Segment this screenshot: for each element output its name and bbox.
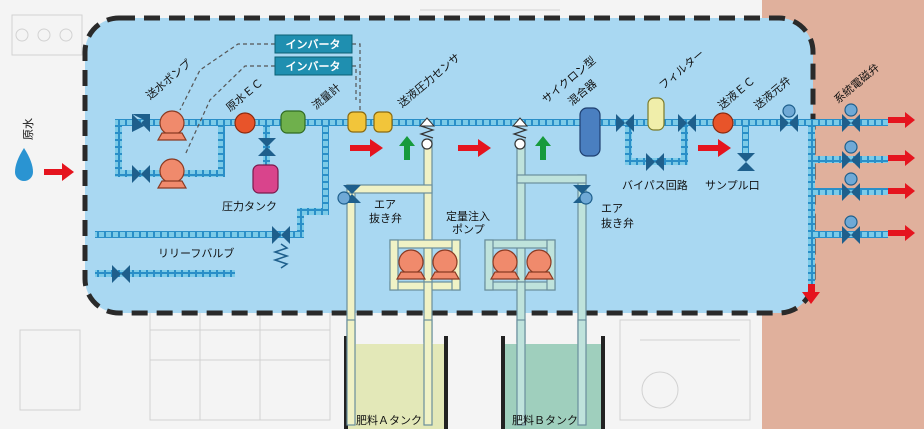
feed-pump-1: [156, 110, 188, 141]
dosing-pump-a1: [395, 249, 427, 280]
relief-spring-icon: [272, 243, 290, 269]
pressure-tank-label: 圧力タンク: [222, 200, 277, 213]
pressure-sensor-2: [373, 111, 393, 133]
pressure-sensor-1: [347, 111, 367, 133]
valve-icon: [132, 165, 150, 183]
valve-icon: [737, 153, 755, 171]
sample-port-label: サンプル口: [705, 179, 760, 192]
actuator-icon: [782, 104, 796, 118]
valve-icon: [678, 114, 696, 132]
fertilizer-a-line: [346, 139, 461, 346]
actuator-icon: [579, 191, 593, 205]
air-vent-left-label-2: 抜き弁: [369, 211, 402, 225]
flow-meter: [280, 110, 306, 134]
air-vent-left-label-1: エア: [374, 198, 396, 211]
valve-icon: [112, 265, 130, 283]
source-water-label: 原水: [22, 118, 35, 140]
dosing-pump-a2: [429, 249, 461, 280]
bypass-label: バイパス回路: [622, 179, 688, 192]
relief-valve-label: リリーフバルブ: [158, 246, 234, 260]
valve-icon: [842, 151, 860, 169]
valve-icon: [258, 138, 276, 156]
actuator-icon: [844, 215, 858, 229]
svg-text:インバータ: インバータ: [286, 60, 341, 73]
actuator-icon: [844, 140, 858, 154]
valve-icon: [842, 226, 860, 244]
outlet-arrow-icon: [802, 112, 915, 304]
valve-icon: [272, 226, 290, 244]
air-vent-right-label-1: エア: [601, 202, 623, 215]
flow-arrow-icon: [458, 139, 491, 157]
valve-icon: [616, 114, 634, 132]
injection-check-valve-a: [418, 117, 436, 150]
pressure-tank: [252, 164, 279, 194]
valve-icon: [132, 114, 150, 132]
dosing-pump-label-1: 定量注入: [446, 209, 490, 223]
feed-ec-sensor: [712, 112, 734, 134]
tank-a-label: 肥料Ａタンク: [356, 413, 422, 427]
green-arrow-icon: [399, 136, 551, 160]
inverter-signal-lines: [179, 43, 361, 156]
filter: [647, 97, 665, 131]
actuator-icon: [844, 103, 858, 117]
dosing-pump-b2: [523, 249, 555, 280]
svg-text:インバータ: インバータ: [286, 38, 341, 51]
fertilizer-tank-a: [344, 319, 448, 429]
inverter-1: インバータ: [274, 34, 353, 54]
valve-icon: [842, 114, 860, 132]
feed-pump-2: [156, 158, 188, 189]
air-vent-right-label-2: 抜き弁: [601, 216, 634, 230]
injection-check-valve-b: [511, 117, 529, 150]
cyclone-mixer: [579, 107, 601, 157]
raw-water-ec-sensor: [234, 112, 256, 134]
valve-icon: [780, 114, 798, 132]
flow-arrow-icon: [350, 139, 383, 157]
flow-arrow-icon: [44, 163, 74, 181]
valve-icon: [842, 183, 860, 201]
tank-b-label: 肥料Ｂタンク: [512, 413, 578, 427]
water-drop-icon: [15, 148, 33, 181]
inverter-2: インバータ: [274, 56, 353, 76]
actuator-icon: [337, 191, 351, 205]
actuator-icon: [844, 172, 858, 186]
dosing-pump-label-2: ポンプ: [452, 223, 485, 236]
fertilizer-tank-b: [501, 319, 605, 429]
valve-icon: [646, 153, 664, 171]
flow-arrow-icon: [698, 139, 731, 157]
dosing-pump-b1: [489, 249, 521, 280]
